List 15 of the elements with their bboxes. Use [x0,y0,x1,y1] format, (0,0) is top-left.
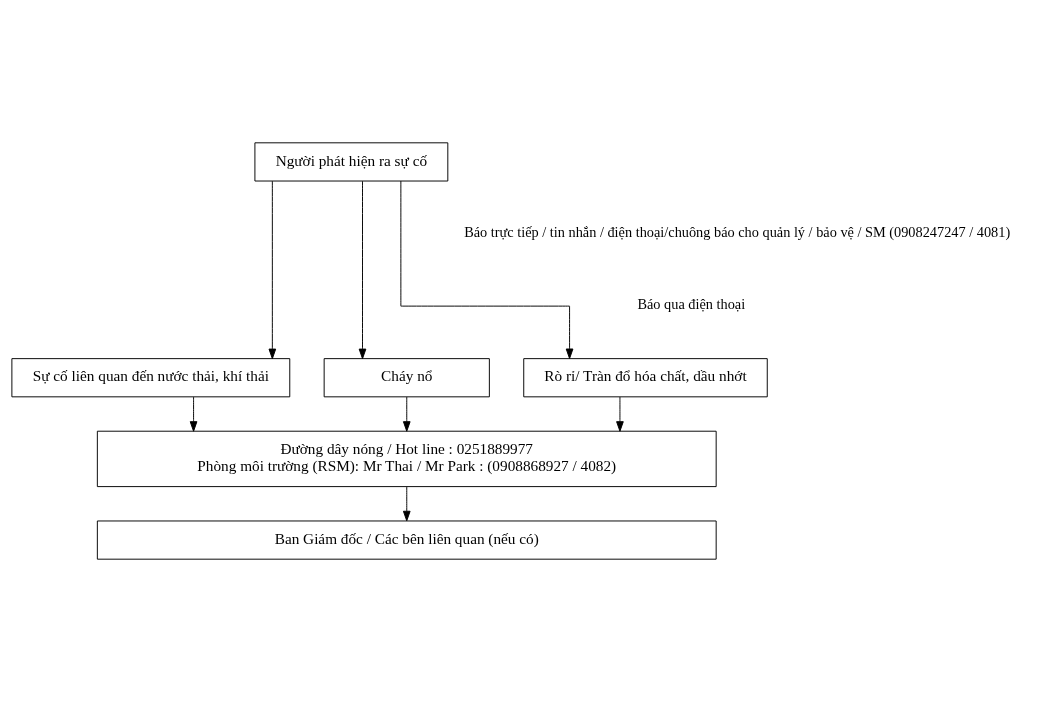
node-box: Rò rỉ/ Tràn đổ hóa chất, dầu nhớt [523,358,768,398]
node-box: Ban Giám đốc / Các bên liên quan (nếu có) [96,520,717,560]
label: Báo trực tiếp / tin nhắn / điện thoại/chuông báo cho quản lý / bảo vệ / SM (0908247247 / 4081) [464,224,1011,241]
node-box: Người phát hiện ra sự cố [254,142,449,182]
arrow [402,396,411,432]
arrow [402,486,411,522]
node-box: Đường dây nóng / Hot line : 0251889977 Phòng môi trường (RSM): Mr Thai / Mr Park : (0908868927 / 4082) [96,430,717,488]
arrow [268,180,277,360]
arrow [358,180,367,360]
arrow [189,396,198,432]
label: Báo qua điện thoại [637,295,746,312]
node-box: Cháy nổ [323,358,490,398]
arrow [400,180,574,359]
node-box: Sự cố liên quan đến nước thải, khí thải [11,358,291,398]
arrow [616,396,624,432]
